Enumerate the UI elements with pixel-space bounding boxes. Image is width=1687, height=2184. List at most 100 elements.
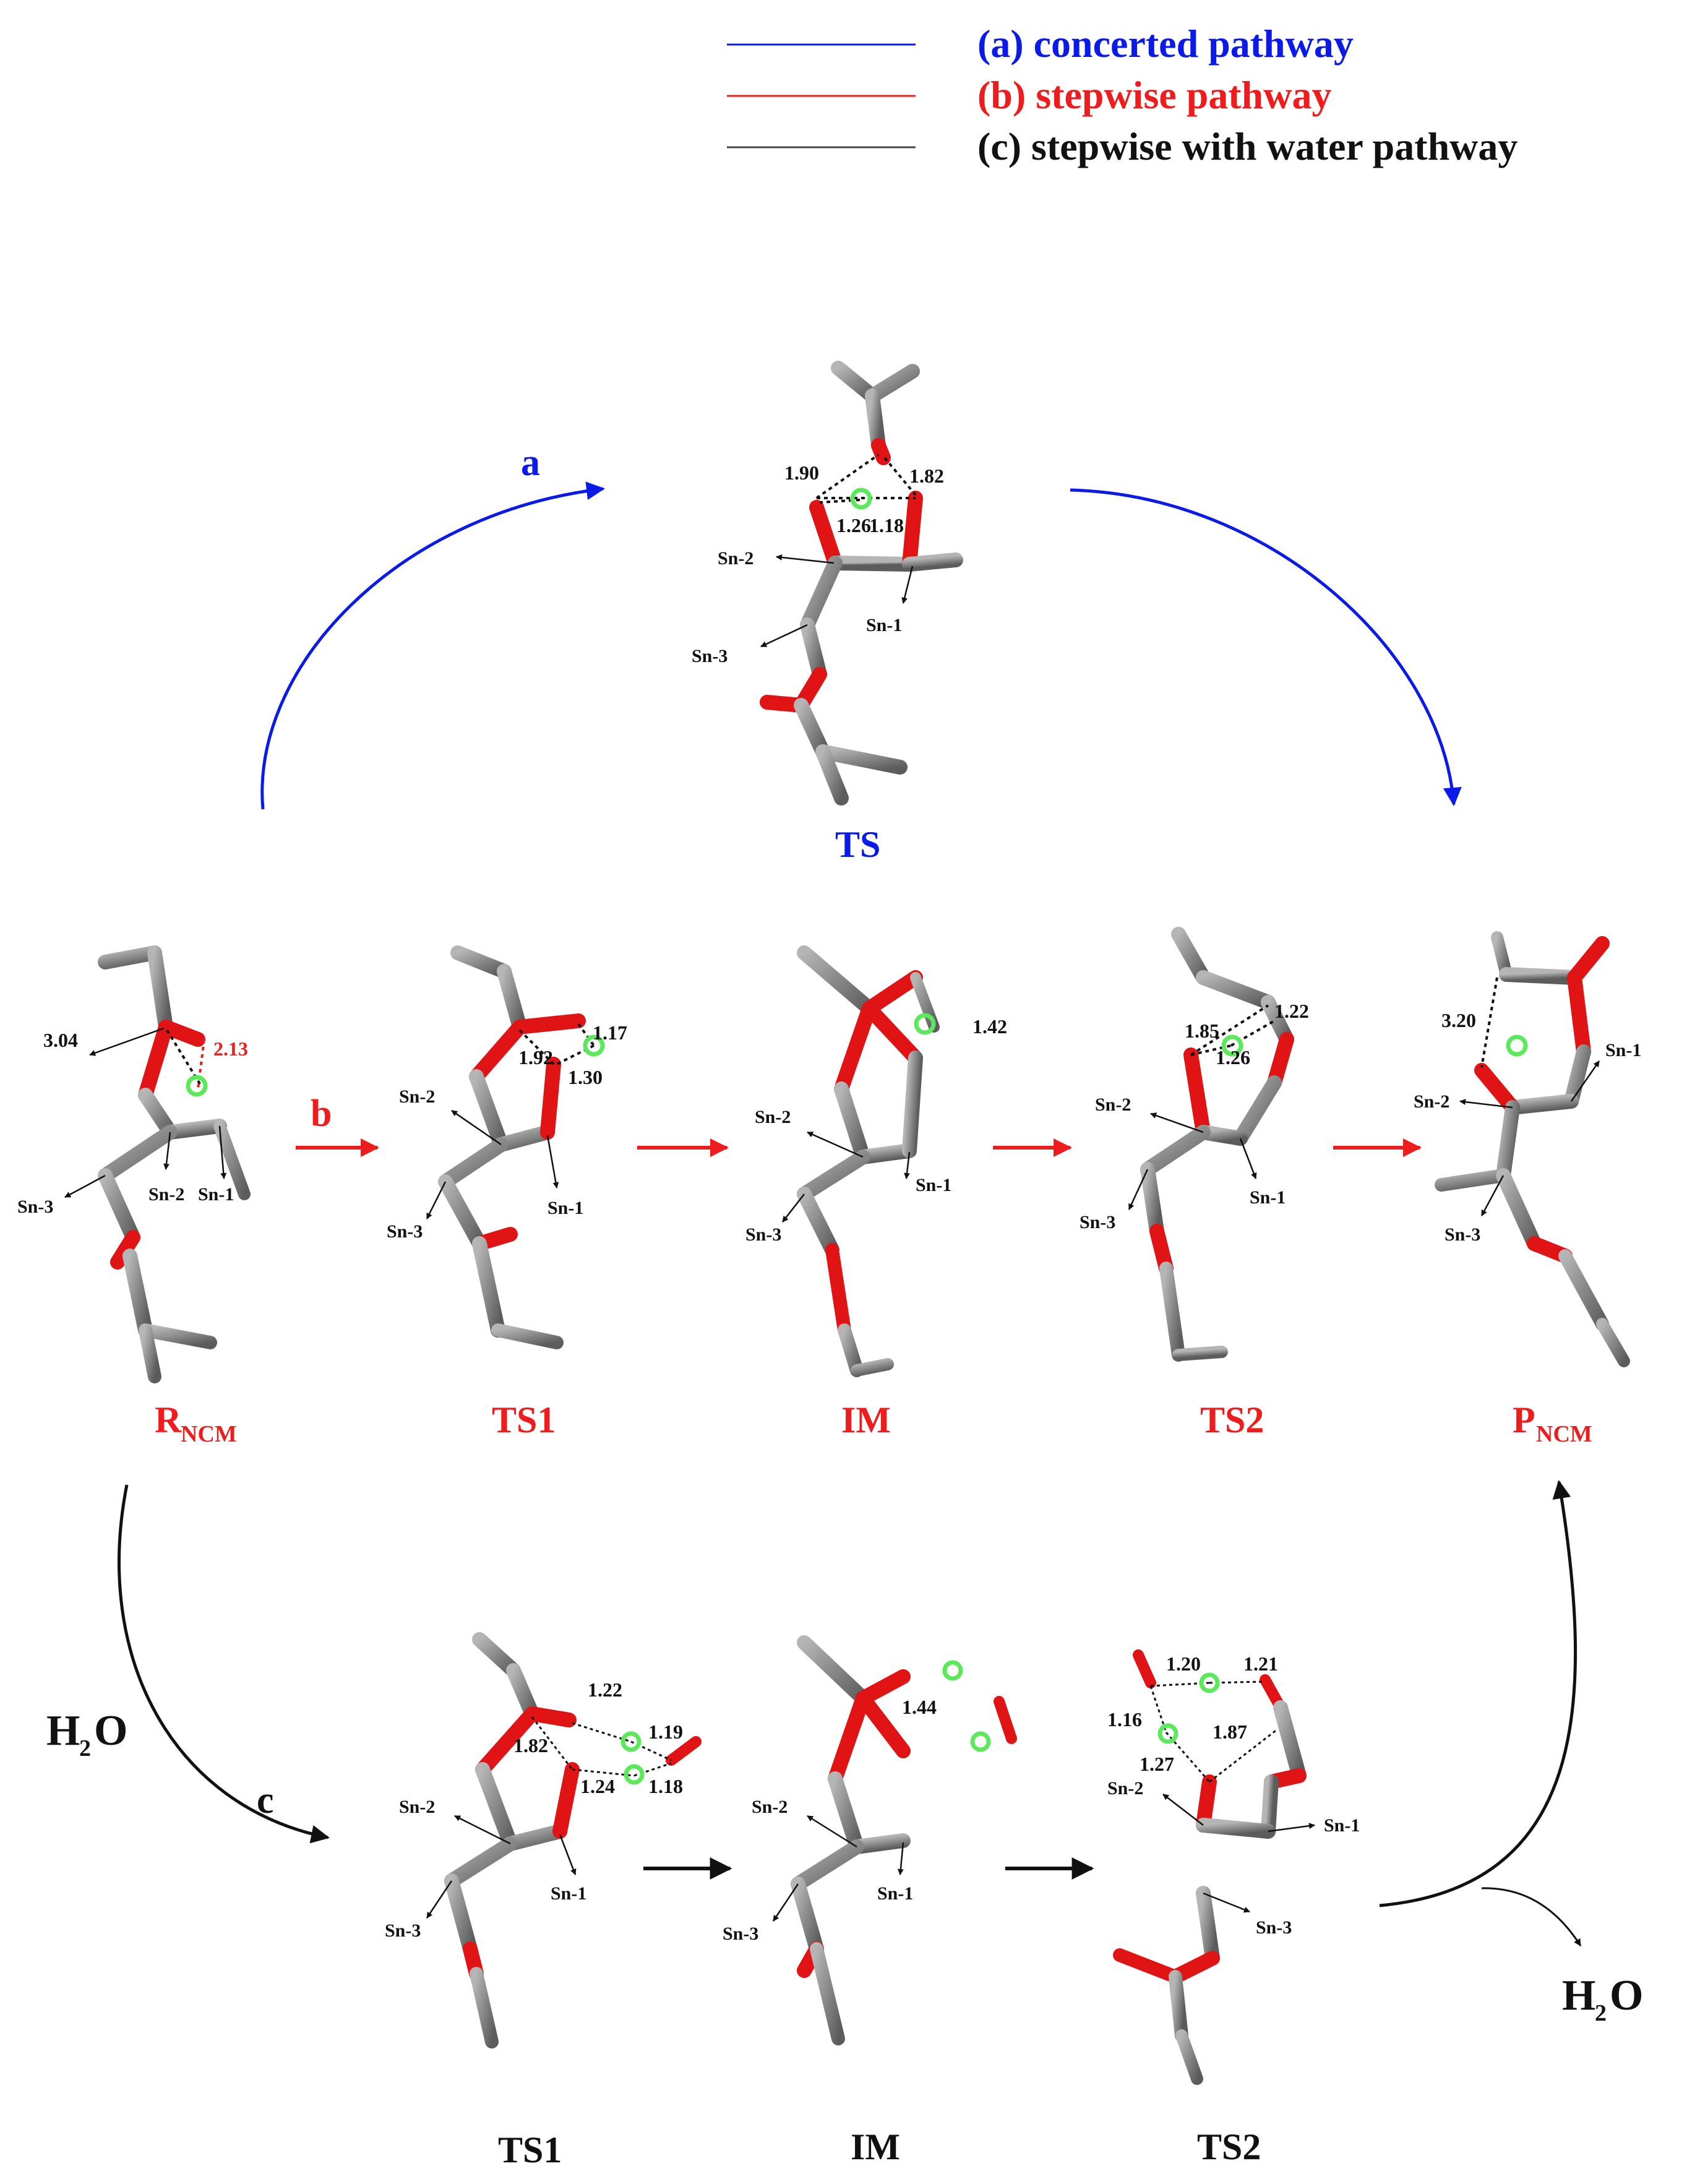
site-label: Sn-3 xyxy=(1080,1212,1115,1232)
site-label: Sn-1 xyxy=(1605,1040,1641,1060)
site-label: Sn-2 xyxy=(752,1797,788,1817)
molecule-ts2-c-hydrogen-highlight-2 xyxy=(1157,1723,1178,1744)
molecule-ts2-b xyxy=(1140,927,1294,1362)
site-label: Sn-1 xyxy=(866,615,902,635)
site-label: Sn-1 xyxy=(547,1198,583,1218)
distance-label: 1.18 xyxy=(869,514,904,536)
path-letter-b: b xyxy=(311,1093,332,1135)
molecule-r-ncm-skeleton xyxy=(98,945,251,1383)
distance-label: 1.22 xyxy=(588,1679,622,1701)
distance-label: 1.85 xyxy=(1185,1020,1219,1042)
distance-label: 1.21 xyxy=(1243,1653,1278,1675)
structure-labels: TS R NCM TS1 IM TS2 P NCM TS1 IM TS2 xyxy=(155,824,1592,2170)
molecule-ts2-c xyxy=(1113,1649,1328,2085)
molecule-p-ncm-contacts xyxy=(1480,977,1498,1068)
distance-label: 3.20 xyxy=(1441,1009,1476,1031)
water-in-sub: 2 xyxy=(79,1735,91,1761)
site-label: Sn-3 xyxy=(1444,1224,1480,1245)
distance-label: 2.13 xyxy=(213,1038,248,1060)
distance-label: 1.27 xyxy=(1140,1753,1174,1775)
distance-label: 1.18 xyxy=(648,1775,683,1797)
site-pointers xyxy=(64,554,1600,1922)
structure-label-p-ncm-sub: NCM xyxy=(1536,1421,1592,1447)
arrow-c-down xyxy=(118,1484,330,1844)
site-label: Sn-2 xyxy=(718,548,753,569)
molecule-ts2-b-skeleton xyxy=(1140,927,1294,1362)
water-out-sub: 2 xyxy=(1595,2000,1607,2026)
site-label: Sn-3 xyxy=(385,1920,421,1941)
structure-label-p-ncm: P xyxy=(1513,1399,1535,1440)
molecule-ts-a-contacts xyxy=(815,454,917,504)
site-label: Sn-1 xyxy=(198,1184,234,1205)
molecule-ts1-b xyxy=(438,945,605,1349)
structure-label-ts1-b: TS1 xyxy=(492,1399,556,1440)
legend-label-a: (a) concerted pathway xyxy=(977,22,1354,66)
molecule-r-ncm-hydrogen-highlight xyxy=(186,1075,208,1097)
water-in: H 2 O xyxy=(46,1707,127,1761)
molecule-ts1-b-contacts xyxy=(518,1023,595,1065)
molecule-ts1-b-hydrogen-highlight xyxy=(583,1034,605,1057)
water-in-h: H xyxy=(46,1707,80,1755)
distance-label: 3.04 xyxy=(43,1029,78,1051)
site-label: Sn-2 xyxy=(399,1797,435,1817)
path-letter-a: a xyxy=(521,442,540,484)
molecule-im-c-hydrogen-highlight-2 xyxy=(970,1731,991,1752)
site-label: Sn-1 xyxy=(551,1883,586,1904)
molecule-ts2-b-hydrogen-highlight xyxy=(1221,1034,1243,1057)
distance-label: 1.24 xyxy=(580,1775,615,1797)
molecule-ts1-c-hydrogen-highlight-1 xyxy=(620,1731,642,1752)
molecule-ts-a xyxy=(760,361,963,806)
water-out-o: O xyxy=(1610,1972,1643,2019)
molecule-im-b xyxy=(797,945,940,1377)
distance-label: 1.87 xyxy=(1213,1721,1247,1743)
site-labels: Sn-2 Sn-1 Sn-3 Sn-2 Sn-1 Sn-3 Sn-2 Sn-1 … xyxy=(17,548,1641,1944)
molecule-r-ncm xyxy=(98,945,251,1383)
structure-label-ts-a: TS xyxy=(835,824,880,865)
water-in-o: O xyxy=(94,1707,127,1755)
site-label: Sn-1 xyxy=(1250,1187,1286,1208)
molecule-im-b-hydrogen-highlight xyxy=(914,1013,936,1035)
molecule-p-ncm-skeleton xyxy=(1435,931,1630,1367)
distance-label: 1.92 xyxy=(518,1046,553,1068)
distance-label: 1.90 xyxy=(784,462,819,484)
structure-label-r-ncm-sub: NCM xyxy=(181,1421,237,1447)
site-label: Sn-3 xyxy=(723,1924,758,1944)
water-out: H 2 O xyxy=(1562,1972,1643,2026)
site-label: Sn-2 xyxy=(399,1086,435,1107)
site-label: Sn-3 xyxy=(692,646,728,666)
arrow-water-out xyxy=(1481,1887,1582,1947)
pathway-arrows: a b c H 2 O H 2 O xyxy=(46,442,1643,2026)
site-label: Sn-3 xyxy=(387,1221,423,1242)
distance-label: 1.17 xyxy=(593,1021,627,1044)
site-label: Sn-2 xyxy=(1414,1091,1449,1112)
distance-label: 1.26 xyxy=(836,514,871,536)
distance-label: 1.44 xyxy=(902,1696,937,1718)
distance-labels: 1.90 1.82 1.26 1.18 3.04 2.13 1.17 1.92 … xyxy=(43,462,1476,1797)
molecule-im-c-hydrogen-highlight-1 xyxy=(942,1660,963,1681)
site-label: Sn-2 xyxy=(1107,1778,1143,1799)
path-letter-c: c xyxy=(257,1779,274,1821)
arrow-a-left xyxy=(260,481,605,810)
distance-label: 1.82 xyxy=(513,1734,548,1756)
molecule-ts2-c-contacts xyxy=(1149,1680,1278,1783)
site-label: Sn-3 xyxy=(1256,1917,1292,1938)
site-label: Sn-2 xyxy=(1095,1094,1131,1115)
site-label: Sn-2 xyxy=(148,1184,184,1205)
molecule-ts-a-hydrogen-highlight xyxy=(850,488,872,510)
distance-label: 1.20 xyxy=(1166,1653,1201,1675)
distance-label: 1.30 xyxy=(568,1066,603,1088)
arrow-a-right xyxy=(1070,488,1462,806)
legend: (a) concerted pathway (b) stepwise pathw… xyxy=(727,22,1517,168)
distance-label: 1.19 xyxy=(648,1721,683,1743)
molecule-ts2-c-skeleton xyxy=(1113,1649,1328,2085)
distance-label: 1.82 xyxy=(909,465,944,487)
structure-label-ts1-c: TS1 xyxy=(498,2130,562,2170)
molecule-ts1-b-skeleton xyxy=(438,945,586,1349)
molecule-ts-a-skeleton xyxy=(760,361,963,806)
distance-label: 1.42 xyxy=(972,1015,1007,1038)
legend-label-b: (b) stepwise pathway xyxy=(977,73,1331,117)
structure-label-ts2-c: TS2 xyxy=(1197,2126,1261,2167)
structure-label-r-ncm: R xyxy=(155,1399,182,1440)
molecule-p-ncm xyxy=(1435,931,1630,1367)
